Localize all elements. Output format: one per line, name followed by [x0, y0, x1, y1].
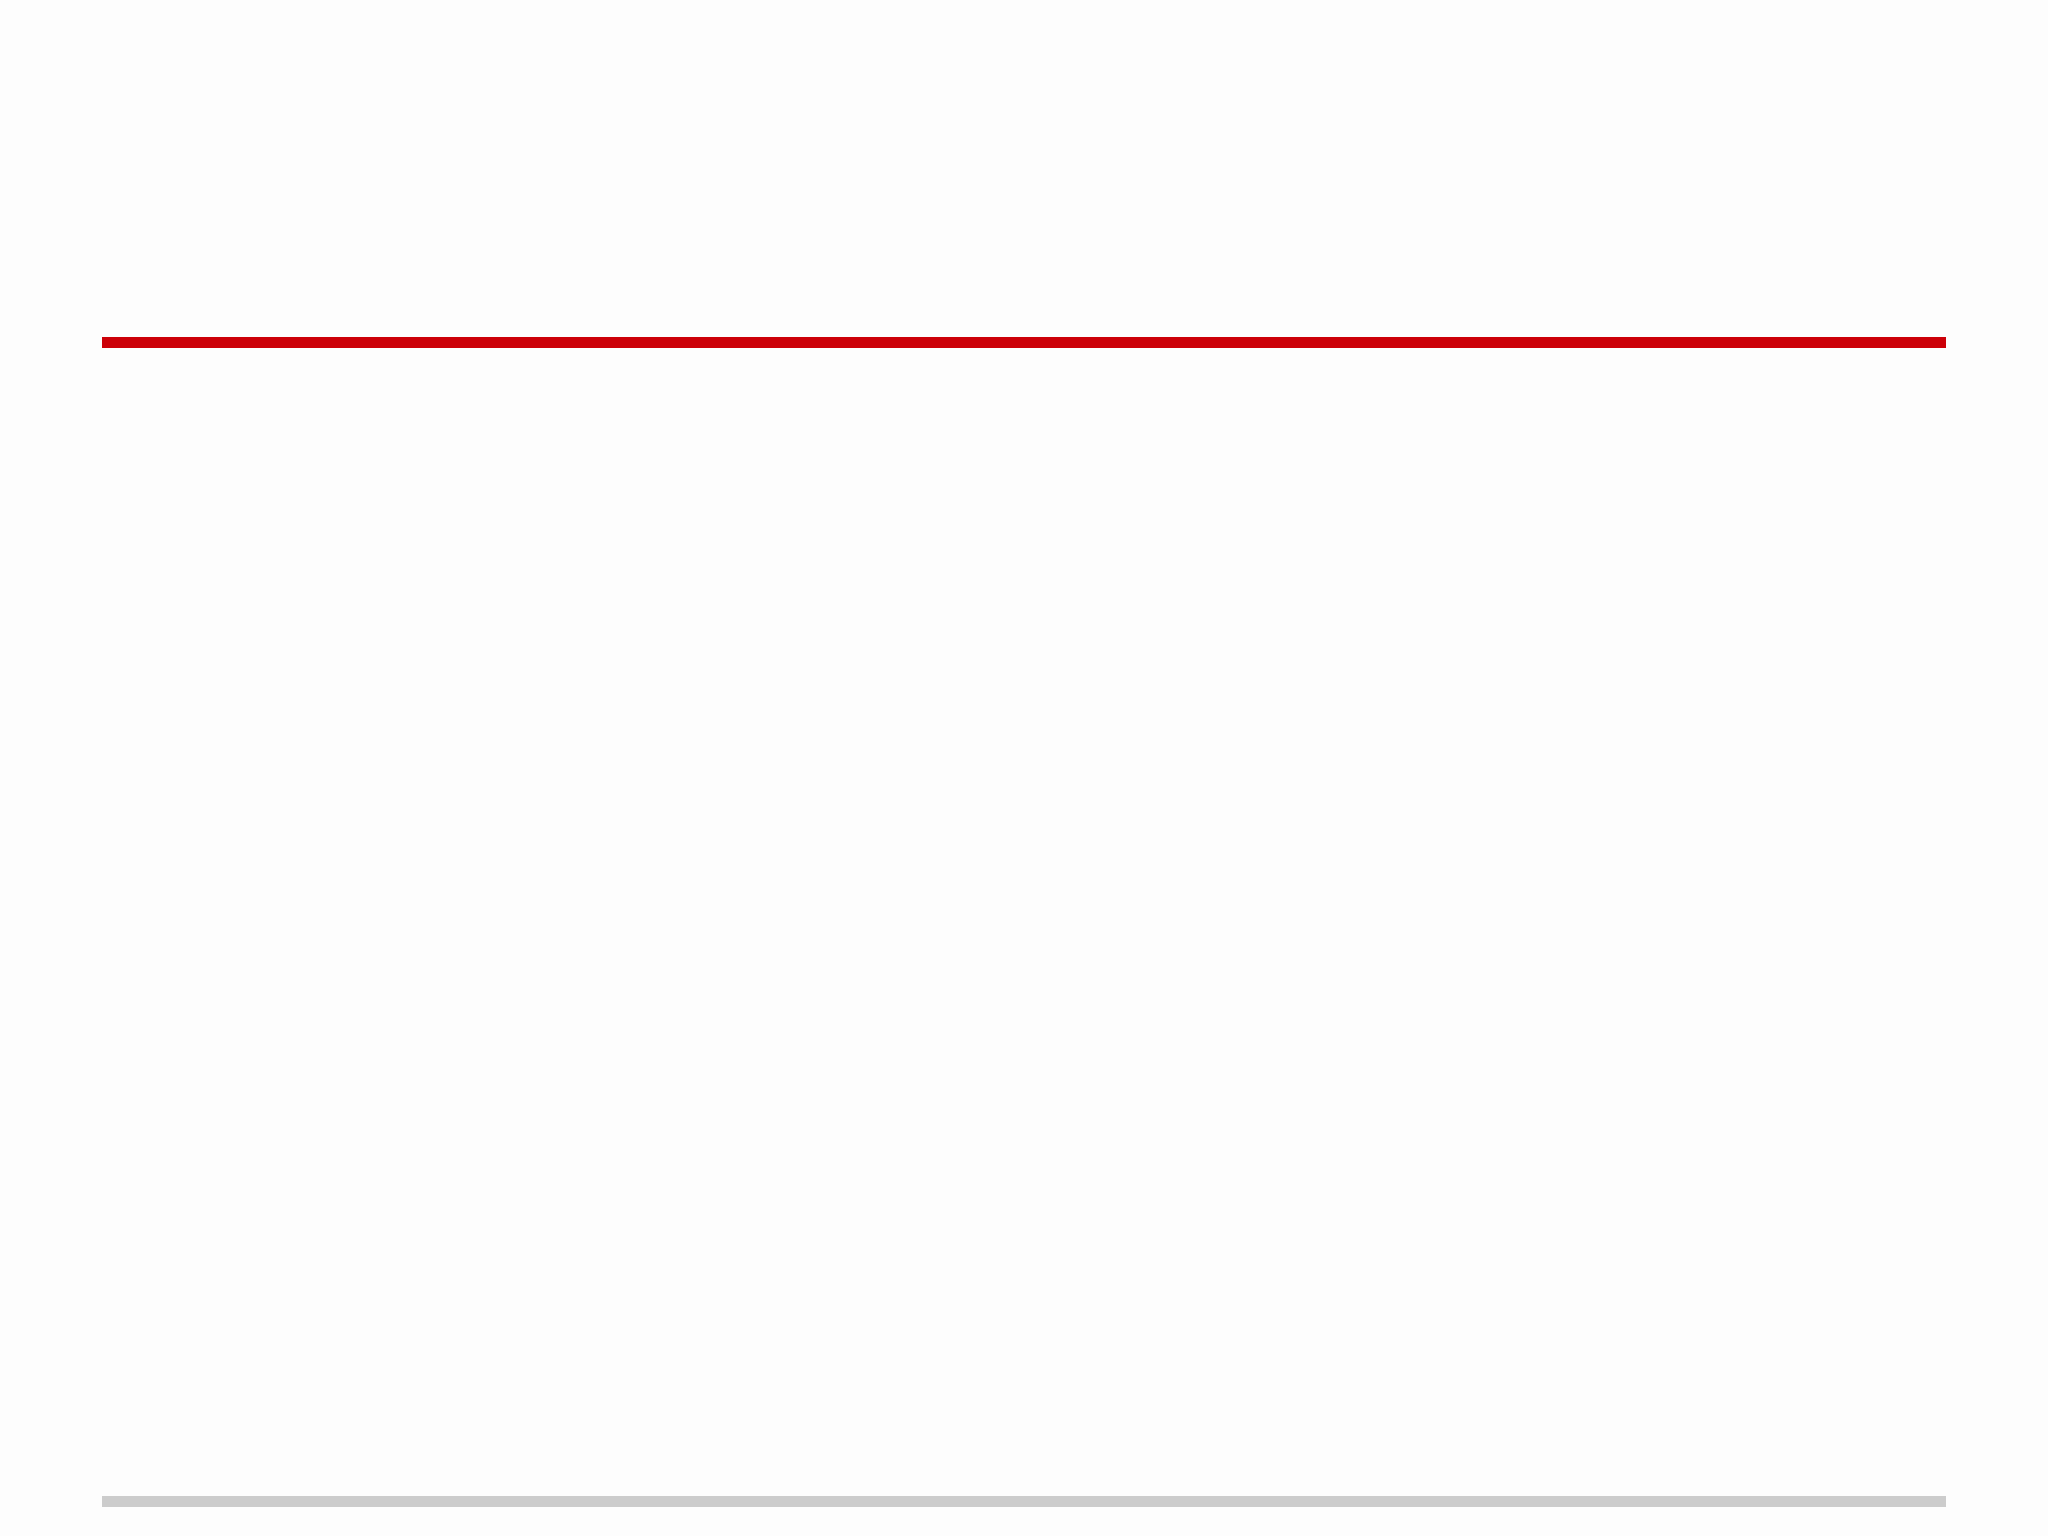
footer-divider-rule	[102, 1496, 1946, 1507]
slide-body	[102, 370, 1946, 1470]
title-divider-rule	[102, 337, 1946, 348]
slide-title	[102, 120, 1946, 330]
